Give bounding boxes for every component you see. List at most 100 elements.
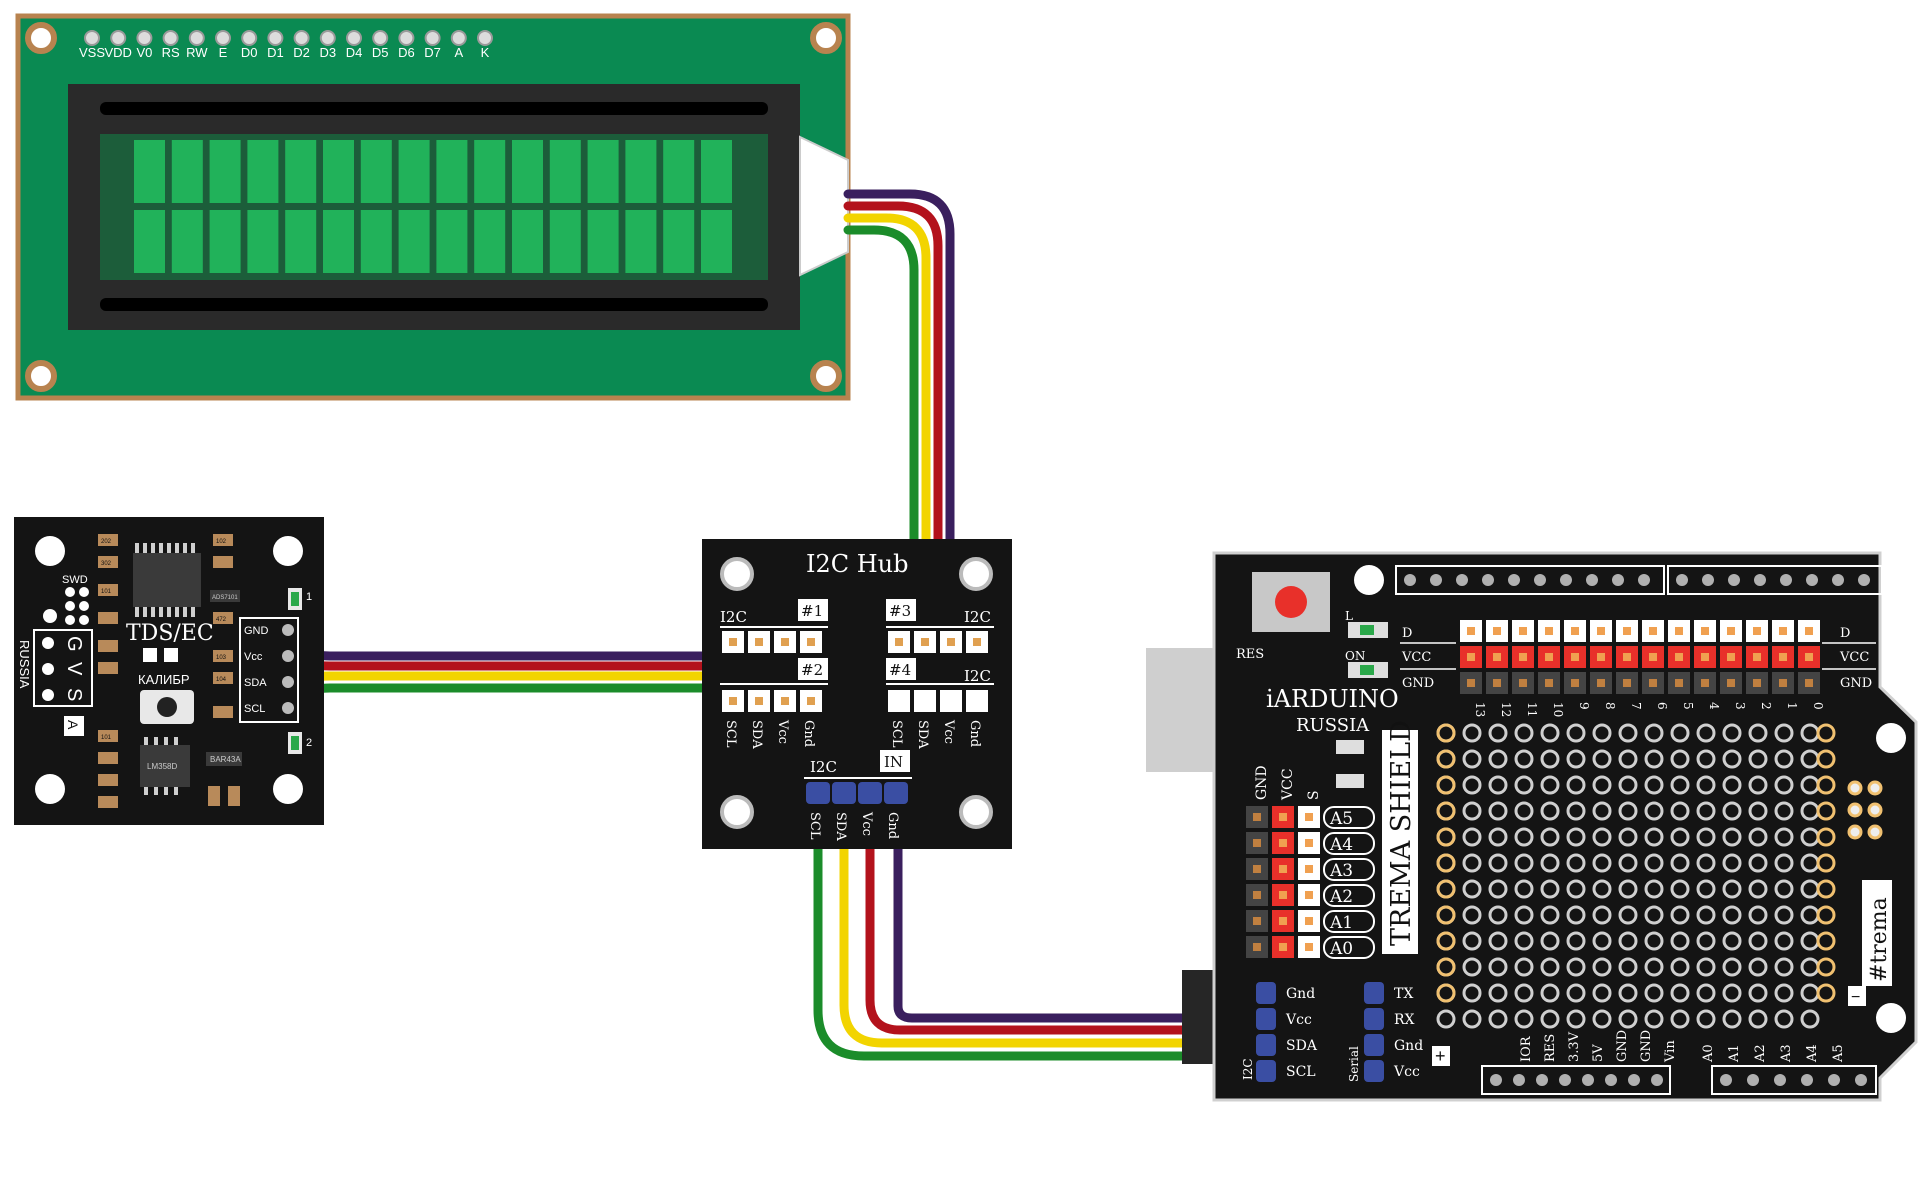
wire-arduino-gnd [893,795,1263,1023]
bottom-header-left [1481,1065,1671,1095]
top-header-pins [1404,574,1870,586]
pin-pad [1493,679,1501,687]
hub-port3-badge [886,599,916,621]
proto-hole [1592,749,1612,769]
trema-side-label: #trema [1867,897,1892,982]
digital-pin-label: 8 [1603,702,1617,710]
hub-port4-badge [886,658,916,680]
proto-hole [1540,749,1560,769]
pin-pad [1305,943,1313,951]
svg-text:GND: GND [1402,676,1434,691]
proto-hole [1670,749,1690,769]
pin-pad [1519,653,1527,661]
proto-hole [1592,879,1612,899]
lcd-pin-label: D4 [346,45,363,60]
analog-head-labels: GND VCC S [1254,765,1322,801]
proto-hole [1566,983,1586,1003]
lcd-pin-label: VDD [104,45,131,60]
proto-hole [1644,827,1664,847]
header-pin [1513,1074,1525,1086]
lcd-pin-hole [319,30,336,46]
digital-pin-label: 1 [1785,702,1799,710]
pin-pad [1571,653,1579,661]
tds-a-badge [64,716,84,736]
tds-bar43-chip [206,752,242,766]
svg-text:Vcc: Vcc [859,811,874,836]
proto-hole [1644,931,1664,951]
pin-pad [1519,627,1527,635]
trema-shield-title: TREMA SHIELD [1386,720,1417,946]
header-pin [1628,1074,1640,1086]
pin-pad [1305,839,1313,847]
pin-pad [1649,653,1657,661]
analog-pin-block [1246,806,1375,959]
tds-ec-sensor: 202 302 101 472 103 104 101 102 ADS7101 … [14,517,324,825]
proto-hole [1670,775,1690,795]
lcd-cell [360,140,392,203]
trema-shield-badge [1382,730,1418,954]
pin-pad [1649,679,1657,687]
proto-hole [1774,1009,1794,1029]
wire-lcd-gnd [843,189,955,702]
header-pin [1832,574,1844,586]
lcd-pin-label: D3 [319,45,336,60]
proto-rail-hole [1816,957,1836,977]
proto-hole [1436,1009,1456,1029]
proto-hole [1722,931,1742,951]
header-pin [1676,574,1688,586]
proto-hole [1592,801,1612,821]
proto-hole [1748,853,1768,873]
proto-hole [1618,827,1638,847]
tds-i2c-labels: GND Vcc SDA SCL [244,625,269,715]
proto-hole [1618,931,1638,951]
tds-calib-button-cap [157,697,177,717]
proto-rail-hole [1816,931,1836,951]
pin-pad [1305,865,1313,873]
proto-hole [1618,957,1638,977]
header-pin [1858,574,1870,586]
pin-pad [1493,627,1501,635]
digital-pin-label: 12 [1499,702,1513,717]
icsp-pins [1847,780,1883,840]
proto-rail-hole [1436,801,1456,821]
proto-hole [1774,879,1794,899]
lcd-backlight [799,135,849,277]
hub-in-label: IN [884,753,903,771]
analog-pin-label: A4 [1329,835,1353,855]
hub-mounting-holes [720,557,993,829]
tds-calib-label: КАЛИБР [138,672,190,687]
lcd-pin-hole [241,30,258,46]
pin-pad [1279,839,1287,847]
lcd-pin-label: K [481,45,490,60]
hub-right-pin-labels: SCL SDA Vcc Gnd [889,719,982,749]
lcd-pin-hole [84,30,100,46]
tds-mounting-holes [35,536,303,804]
tds-gvs-g: G [63,636,85,652]
shield-serial-side-label: Serial [1347,1046,1361,1082]
proto-hole [1748,749,1768,769]
proto-hole [1488,801,1508,821]
tds-calib-pads [143,648,178,662]
pin-pad [1623,627,1631,635]
header-pin [1534,574,1546,586]
svg-text:Vcc: Vcc [941,719,956,744]
pin-pad [1701,653,1709,661]
proto-hole [1566,957,1586,977]
header-pin [1638,574,1650,586]
proto-rail-hole [1436,827,1456,847]
proto-hole [1540,1009,1560,1029]
hub-port3-label: #3 [889,602,911,620]
svg-text:Vcc: Vcc [1285,1012,1312,1028]
svg-text:SCL: SCL [723,720,738,748]
pin-pad [1753,679,1761,687]
svg-text:GND: GND [1840,676,1872,691]
proto-hole [1722,853,1742,873]
proto-hole [1748,905,1768,925]
power-pin-label: IOR [1519,1035,1534,1062]
reset-button[interactable] [1275,586,1307,618]
pin-pad [1305,917,1313,925]
wire-lcd-scl [843,225,919,702]
proto-hole [1774,749,1794,769]
